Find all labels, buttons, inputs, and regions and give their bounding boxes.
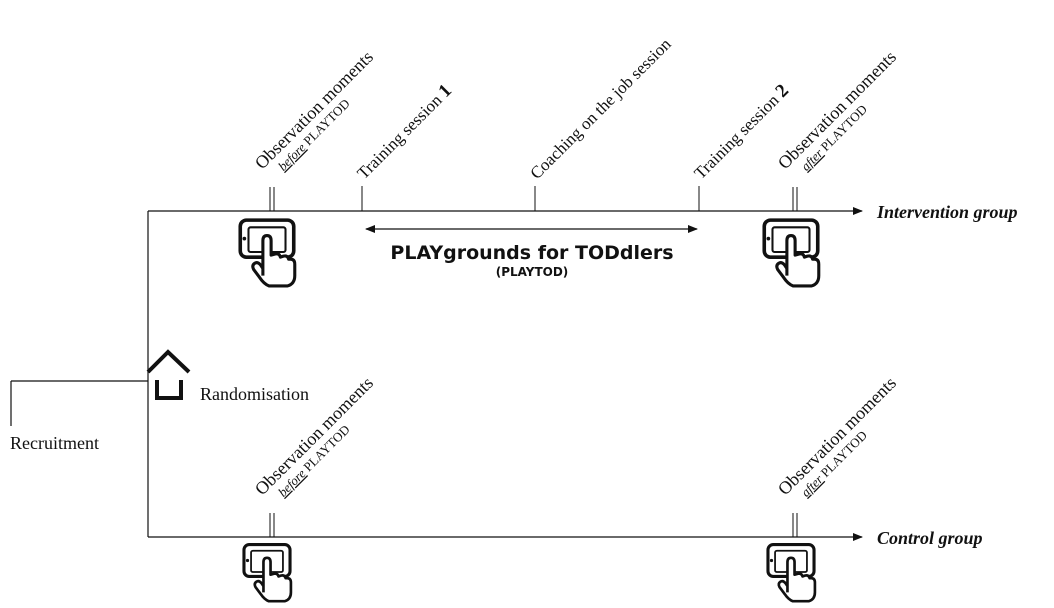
obs-marker-control-after (792, 513, 798, 537)
tablet-touch-icon (766, 542, 817, 603)
session-label-training-2: Training session 2 (690, 80, 793, 183)
tablet-touch-icon (242, 542, 293, 603)
intervention-group-label: Intervention group (876, 202, 1018, 222)
session-label-coaching: Coaching on the job session (526, 34, 675, 183)
training-2-text: Training session 2 (690, 80, 793, 183)
obs-title: Observation moments (774, 47, 900, 173)
session-label-training-1: Training session 1 (353, 80, 456, 183)
control-group-label: Control group (877, 528, 983, 548)
training-1-text: Training session 1 (353, 80, 456, 183)
obs-label-control-after: Observation moments after PLAYTOD (774, 373, 900, 500)
obs-marker-control-before (269, 513, 275, 537)
obs-label-intervention-after: Observation moments after PLAYTOD (774, 47, 900, 174)
obs-marker-intervention-before (269, 187, 275, 211)
tablet-touch-icon (238, 218, 297, 288)
training-2-label: Training session (690, 88, 785, 183)
obs-title: Observation moments (774, 373, 900, 499)
house-icon (146, 349, 191, 400)
coaching-label: Coaching on the job session (526, 34, 675, 183)
obs-marker-intervention-after (792, 187, 798, 211)
tablet-touch-icon (762, 218, 821, 288)
randomisation-label: Randomisation (200, 384, 309, 404)
training-1-label: Training session (353, 88, 448, 183)
program-abbrev: (PLAYTOD) (496, 265, 569, 279)
obs-title: Observation moments (251, 47, 377, 173)
recruitment-label: Recruitment (10, 433, 99, 453)
program-title: PLAYgrounds for TODdlers (390, 242, 673, 264)
